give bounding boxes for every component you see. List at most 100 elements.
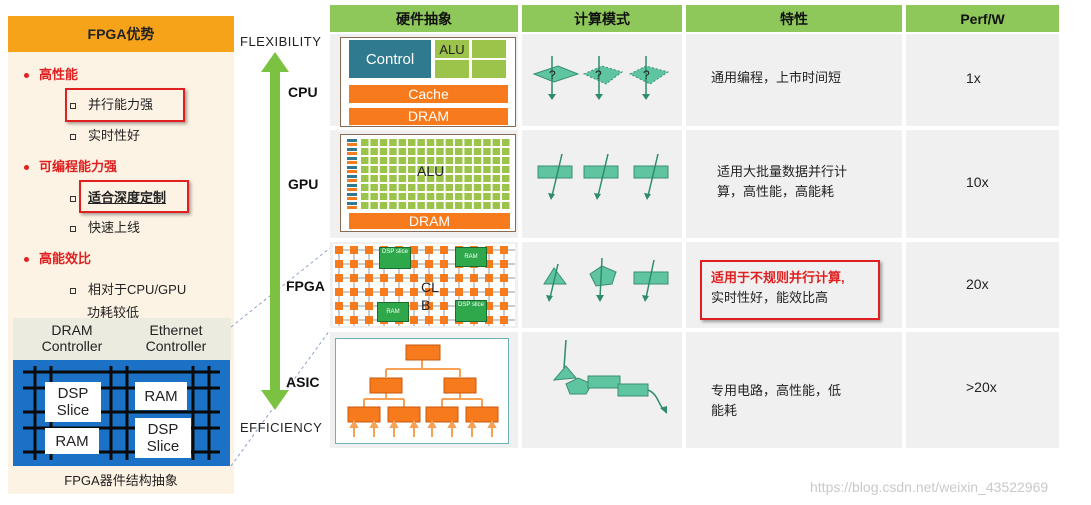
gpu-alu-cell — [492, 157, 501, 164]
cell-gpu-mode — [522, 130, 682, 238]
gpu-alu-cell — [408, 166, 416, 173]
fpga-diagram: DSP slice RAM RAM DSP slice CL B — [333, 244, 515, 326]
fpga-logic-cell — [440, 246, 448, 254]
highlight-box — [79, 180, 189, 213]
cell-cpu-feature — [686, 34, 902, 126]
gpu-alu-cell — [464, 184, 472, 191]
gpu-alu-cell — [389, 184, 397, 191]
gpu-alu-cell — [445, 184, 454, 191]
gpu-alu-cell — [436, 193, 444, 200]
fpga-logic-cell — [440, 316, 448, 324]
gpu-alu-cell — [502, 139, 510, 146]
gpu-alu-cell — [455, 166, 463, 173]
gpu-alu-cell — [398, 157, 407, 164]
cpu-diagram: Control ALU Cache DRAM — [340, 37, 516, 127]
bullet-icon — [24, 257, 29, 263]
square-bullet-icon — [70, 133, 76, 140]
gpu-alu-cell — [361, 166, 369, 173]
gpu-alu-cell — [483, 193, 491, 200]
gpu-alu-cell — [379, 157, 388, 164]
fpga-logic-cell — [410, 302, 418, 310]
left-panel-title: FPGA优势 — [8, 16, 234, 52]
perf-fpga: 20x — [966, 276, 989, 292]
gpu-alu-cell — [398, 166, 407, 173]
gpu-cache-cell — [347, 206, 357, 209]
cell-fpga-perf — [906, 242, 1059, 328]
gpu-compute-mode-icon — [537, 153, 669, 200]
gpu-alu-cell — [464, 193, 472, 200]
fpga-logic-cell — [500, 246, 508, 254]
fpga-logic-cell — [440, 288, 448, 296]
gpu-alu-cell — [370, 166, 378, 173]
list-item: 实时性好 — [70, 125, 140, 144]
fpga-dsp-slice: DSP slice — [455, 300, 487, 322]
gpu-alu-cell — [483, 157, 491, 164]
gpu-alu-cell — [483, 184, 491, 191]
gpu-alu-cell — [492, 166, 501, 173]
cpu-alu-block — [472, 40, 506, 58]
gpu-alu-cell — [492, 139, 501, 146]
gpu-alu-cell — [417, 166, 425, 173]
gpu-alu-cell — [408, 202, 416, 209]
section-efficiency: 高能效比 — [24, 248, 91, 267]
fpga-logic-cell — [425, 274, 433, 282]
gpu-alu-cell — [445, 139, 454, 146]
gpu-alu-cell — [379, 148, 388, 155]
cpu-alu-block: ALU — [435, 40, 469, 58]
gpu-alu-cell — [483, 175, 491, 182]
gpu-alu-cell — [370, 175, 378, 182]
gpu-alu-cell — [370, 202, 378, 209]
gpu-cache-cell — [347, 143, 357, 146]
fpga-logic-cell — [365, 246, 373, 254]
list-item: 并行能力强 — [70, 94, 153, 113]
fpga-logic-cell — [350, 316, 358, 324]
square-bullet-icon — [70, 102, 76, 109]
gpu-alu-cell — [370, 184, 378, 191]
fpga-logic-cell — [335, 316, 343, 324]
fpga-logic-cell — [425, 246, 433, 254]
gpu-alu-cell — [379, 175, 388, 182]
gpu-alu-cell — [483, 139, 491, 146]
section-heading: 可编程能力强 — [39, 159, 118, 174]
gpu-alu-cell — [408, 148, 416, 155]
question-mark: ? — [595, 68, 602, 82]
fpga-logic-cell — [335, 260, 343, 268]
gpu-alu-cell — [426, 139, 435, 146]
fpga-logic-cell — [485, 302, 493, 310]
question-mark: ? — [643, 68, 650, 82]
gpu-alu-cell — [370, 193, 378, 200]
gpu-alu-cell — [379, 202, 388, 209]
list-item: 相对于CPU/GPU — [70, 279, 186, 298]
square-bullet-icon — [70, 287, 76, 294]
cell-gpu-feature — [686, 130, 902, 238]
gpu-alu-cell — [455, 184, 463, 191]
highlight-box — [700, 260, 880, 320]
gpu-alu-cell — [408, 157, 416, 164]
gpu-alu-cell — [483, 166, 491, 173]
fpga-logic-cell — [365, 288, 373, 296]
gpu-alu-cell — [464, 157, 472, 164]
gpu-dram-block: DRAM — [349, 213, 510, 229]
gpu-alu-cell — [492, 184, 501, 191]
fpga-logic-cell — [440, 260, 448, 268]
gpu-alu-cell — [473, 139, 482, 146]
fpga-logic-cell — [485, 274, 493, 282]
gpu-control-cell — [347, 175, 357, 178]
gpu-alu-cell — [455, 202, 463, 209]
double-arrow-icon — [261, 52, 289, 410]
axis-bottom-label: EFFICIENCY — [240, 420, 323, 435]
fpga-logic-cell — [425, 288, 433, 296]
axis-top-label: FLEXIBILITY — [240, 34, 322, 49]
gpu-alu-cell — [492, 202, 501, 209]
fpga-logic-cell — [410, 274, 418, 282]
gpu-alu-cell — [389, 157, 397, 164]
gpu-alu-cell — [436, 184, 444, 191]
fpga-logic-cell — [485, 316, 493, 324]
gpu-alu-cell — [417, 139, 425, 146]
cpu-control-block: Control — [349, 40, 431, 78]
gpu-alu-cell — [408, 175, 416, 182]
gpu-alu-cell — [389, 139, 397, 146]
gpu-alu-cell — [408, 193, 416, 200]
